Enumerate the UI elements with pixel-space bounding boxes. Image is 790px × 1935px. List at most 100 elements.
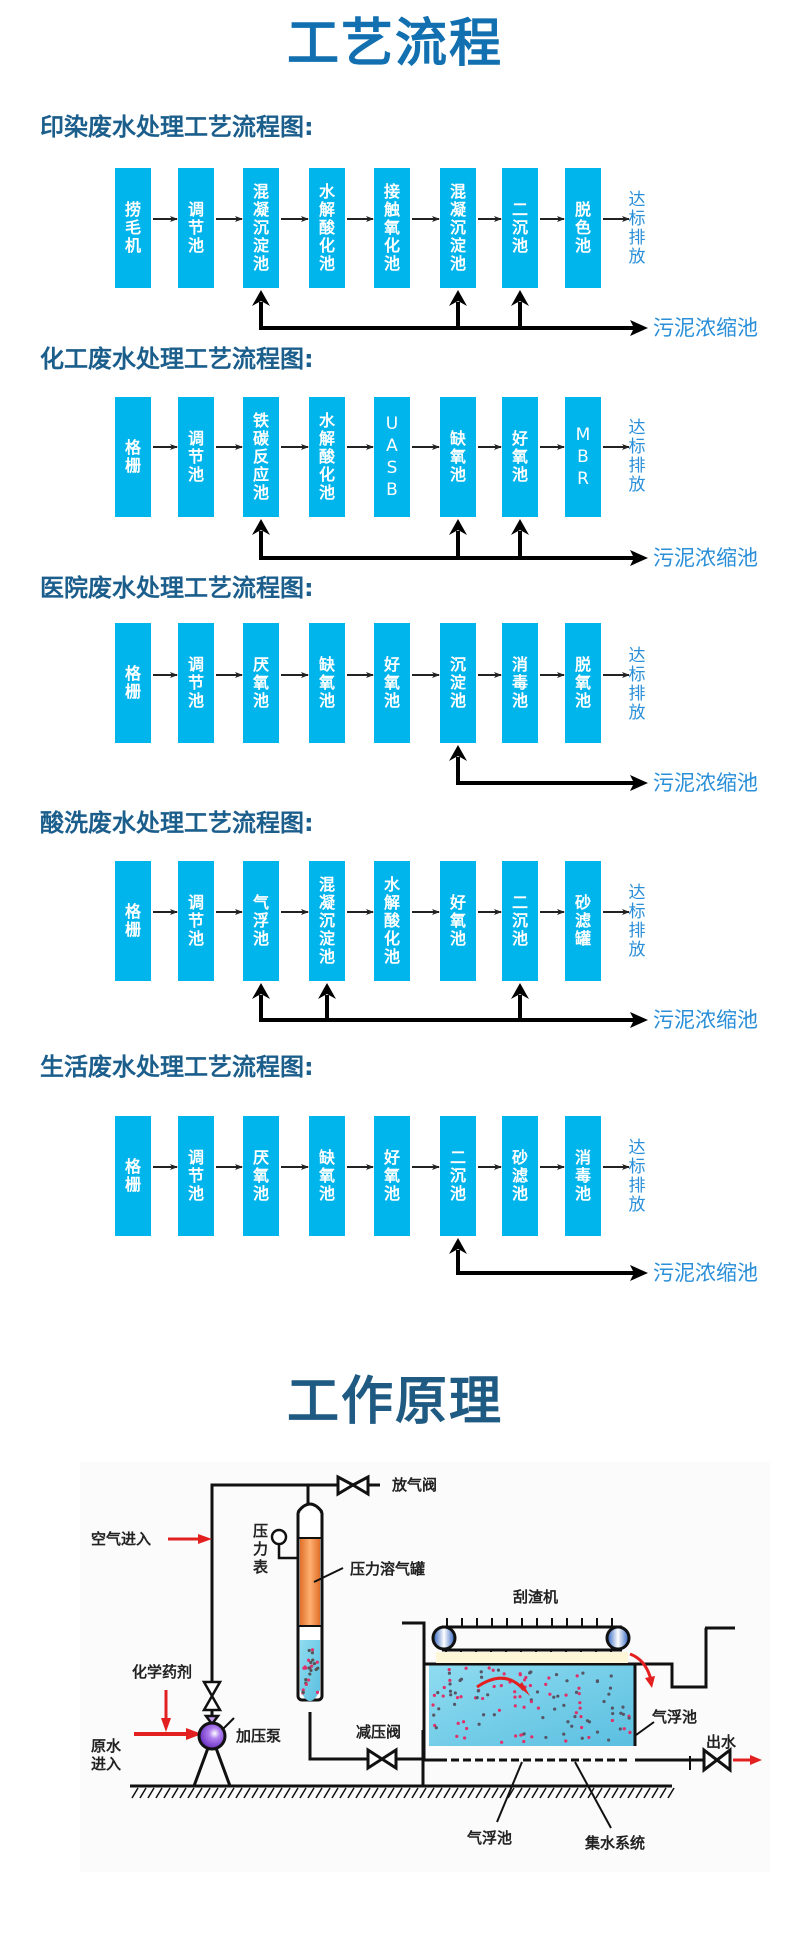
process-step-char: M [575, 425, 591, 445]
process-step-char: 铁 [252, 411, 269, 430]
discharge-label-char: 达 [628, 1138, 646, 1158]
process-flow-title: 工艺流程 [286, 14, 503, 74]
discharge-label-char: 放 [628, 940, 646, 960]
process-step-box: 缺氧池 [309, 1116, 345, 1236]
process-step-char: 酸 [318, 447, 335, 466]
process-step-char: 格 [124, 664, 141, 683]
raw-water-label: 原水进入 [91, 1737, 122, 1773]
process-step-char: 应 [252, 465, 269, 484]
process-step-char: 池 [574, 1184, 591, 1203]
process-step-char: 节 [187, 1166, 204, 1185]
process-step-char: 池 [187, 236, 204, 255]
process-step-char: 沉 [252, 218, 269, 237]
sludge-thickener-label: 污泥浓缩池 [653, 1008, 758, 1032]
pump-inlet-valve-icon [201, 1680, 223, 1727]
process-step-char: 化 [318, 236, 335, 255]
pressure-gauge-icon [270, 1528, 298, 1560]
process-step-char: 池 [318, 1184, 335, 1203]
booster-pump-icon [192, 1717, 235, 1787]
process-step-char: 缺 [449, 429, 466, 448]
process-step-char: 酸 [383, 911, 400, 930]
process-step-box: 好氧池 [374, 623, 410, 743]
process-step-char: 好 [383, 1148, 400, 1167]
discharge-label-char: 达 [628, 190, 646, 210]
process-step-char: 混 [449, 182, 466, 201]
process-step-char: 池 [511, 236, 528, 255]
process-step-char: R [577, 469, 589, 489]
process-step-char: 接 [383, 182, 400, 201]
process-step-char: 氧 [252, 1166, 269, 1185]
sludge-thickener-label: 污泥浓缩池 [653, 1261, 758, 1285]
discharge-label-char: 放 [628, 1195, 646, 1215]
process-step-box: 捞毛机 [115, 168, 151, 288]
discharge-label: 达标排放 [627, 1139, 647, 1215]
process-step-char: 格 [124, 1157, 141, 1176]
process-step-char: 节 [187, 673, 204, 692]
process-step-box: 格栅 [115, 861, 151, 981]
discharge-label-char: 标 [628, 1157, 646, 1177]
process-step-char: 氧 [318, 673, 335, 692]
process-step-char: 毒 [574, 1166, 591, 1185]
process-step-char: 化 [383, 236, 400, 255]
process-step-char: 池 [318, 254, 335, 273]
process-step-char: 池 [449, 254, 466, 273]
process-step-box: 二沉池 [440, 1116, 476, 1236]
process-step-char: 毒 [511, 673, 528, 692]
process-step-char: 淀 [449, 673, 466, 692]
working-principle-title: 工作原理 [286, 1372, 503, 1432]
process-step-char: 混 [318, 875, 335, 894]
process-step-char: 二 [449, 1148, 466, 1167]
process-step-char: 调 [187, 893, 204, 912]
discharge-label-char: 排 [628, 228, 646, 248]
flow-title: 生活废水处理工艺流程图: [40, 1053, 314, 1081]
process-step-box: 调节池 [178, 397, 214, 517]
process-step-char: 气 [252, 893, 269, 912]
process-step-box: 格栅 [115, 623, 151, 743]
process-step-box: 接触氧化池 [374, 168, 410, 288]
process-step-char: 池 [449, 929, 466, 948]
process-step-char: 沉 [511, 218, 528, 237]
process-step-char: 氧 [383, 1166, 400, 1185]
process-step-char: 氧 [511, 447, 528, 466]
process-step-char: 消 [574, 1148, 591, 1167]
discharge-label: 达标排放 [627, 419, 647, 495]
process-step-char: 反 [252, 447, 269, 466]
process-step-box: 二沉池 [502, 168, 538, 288]
process-step-char: 浮 [252, 911, 269, 930]
process-step-char: U [385, 414, 399, 434]
process-step-char: 池 [252, 691, 269, 710]
discharge-label-char: 放 [628, 247, 646, 267]
process-step-char: 池 [449, 1184, 466, 1203]
process-step-char: 脱 [574, 655, 591, 674]
process-step-box: 格栅 [115, 397, 151, 517]
process-step-char: 水 [383, 875, 400, 894]
process-step-char: 调 [187, 429, 204, 448]
process-step-char: 碳 [252, 429, 269, 448]
process-step-char: 池 [318, 483, 335, 502]
discharge-label: 达标排放 [627, 647, 647, 723]
process-step-box: 格栅 [115, 1116, 151, 1236]
process-step-char: 滤 [511, 1166, 528, 1185]
process-step-char: 毛 [124, 218, 141, 237]
process-step-char: 捞 [124, 200, 141, 219]
process-step-char: 色 [574, 218, 591, 237]
vent-valve-icon [336, 1474, 370, 1497]
process-step-char: 酸 [318, 218, 335, 237]
process-step-char: 淀 [318, 929, 335, 948]
discharge-label-char: 排 [628, 1176, 646, 1196]
process-step-char: 氧 [318, 1166, 335, 1185]
process-step-box: 铁碳反应池 [243, 397, 279, 517]
air-in-label: 空气进入 [91, 1530, 152, 1548]
process-step-char: 池 [511, 929, 528, 948]
process-step-box: 脱氧池 [565, 623, 601, 743]
flow-title: 化工废水处理工艺流程图: [40, 345, 314, 373]
process-step-char: S [386, 458, 398, 478]
booster-pump-label: 加压泵 [236, 1727, 282, 1745]
sludge-thickener-label: 污泥浓缩池 [653, 316, 758, 340]
process-step-char: 缺 [318, 1148, 335, 1167]
process-step-char: 凝 [318, 893, 335, 912]
process-step-char: 池 [187, 691, 204, 710]
process-step-char: 好 [449, 893, 466, 912]
process-step-char: 沉 [449, 1166, 466, 1185]
